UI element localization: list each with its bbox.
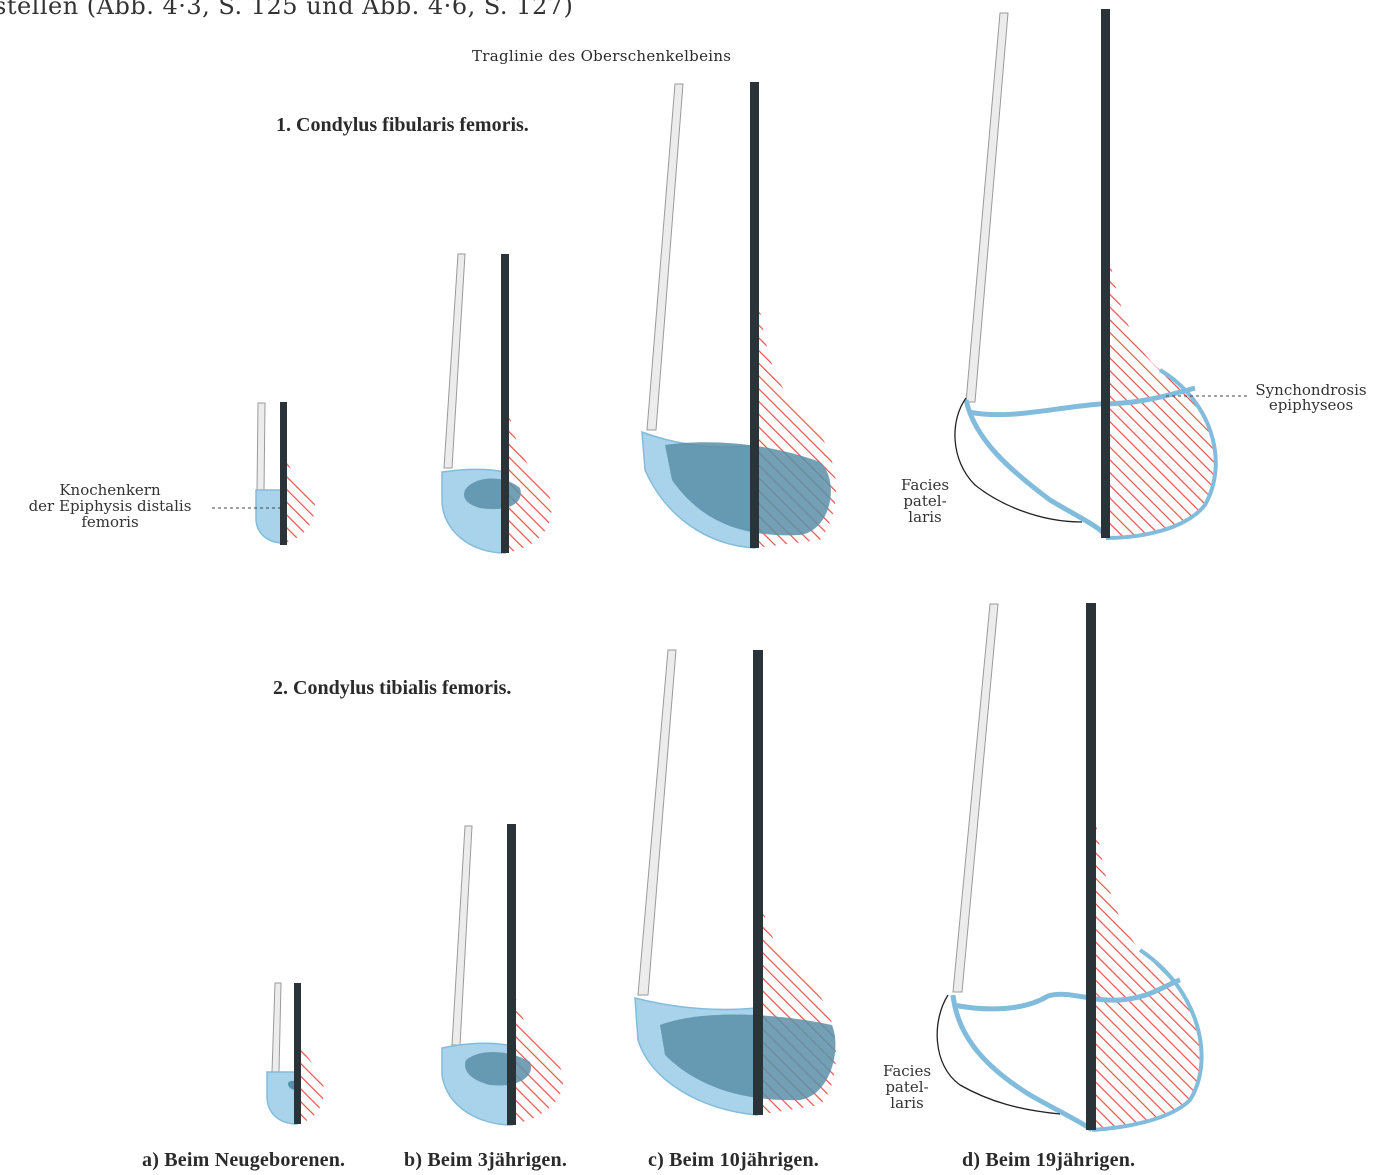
epiphysis-rim [1091,948,1204,1132]
bone-shaft-outline [965,12,1009,403]
hatched-area [284,448,315,543]
bone-shaft-outline [256,402,266,493]
ossification-core [665,442,831,536]
load-line [280,402,287,545]
bone-shaft-outline [451,825,473,1046]
load-line [753,650,763,1115]
figure-title: Traglinie des Oberschenkelbeins [472,47,732,65]
annotation-line: Facies [900,476,950,494]
top-text-fragment: stellen (Abb. 4·3, S. 125 und Abb. 4·6, … [0,0,574,20]
facies-bracket [954,397,1083,523]
synchondrosis-line [967,385,1196,418]
annotation-line: Facies [882,1062,932,1080]
hatched-area [1106,235,1216,538]
load-line [1101,9,1110,538]
hatched-area [1092,790,1202,1130]
epiphysis-cartilage [266,1071,298,1125]
femur-row1-10-years [641,82,837,549]
annotation-line: der Epiphysis distalis [28,497,192,515]
femur-row2-3-years [441,824,563,1126]
section-label-tibialis: 2. Condylus tibialis femoris. [273,677,512,699]
bone-shaft-outline [637,649,677,996]
annotation-line: laris [890,1094,924,1112]
bone-shaft-outline [443,253,466,469]
femur-row2-10-years [634,649,837,1116]
annotation-facies-patellaris-2: Facies patel- laris [877,1063,937,1111]
load-line [294,983,301,1124]
annotation-line: patel- [903,492,947,510]
hatched-area [297,1030,324,1124]
femur-row1-19-years [954,9,1250,540]
bone-shaft-outline [952,603,999,993]
annotation-knochenkern: Knochenkern der Epiphysis distalis femor… [10,482,210,530]
hatched-area [505,385,552,553]
synchondrosis-line [952,977,1181,1012]
annotation-line: laris [908,508,942,526]
hatched-area [512,975,563,1125]
annotation-synchondrosis: Synchondrosis epiphyseos [1236,383,1386,413]
ossification-core [660,1014,836,1101]
epiphysis-cartilage [255,489,285,544]
stage-label-10-years: c) Beim 10jährigen. [648,1149,819,1171]
load-line [1086,603,1096,1130]
load-line [750,82,759,548]
load-line [501,254,509,553]
epiphyseal-outline [963,399,1109,539]
annotation-line: patel- [885,1078,929,1096]
annotation-line: Synchondrosis [1255,381,1367,399]
bone-shaft-outline [646,83,684,431]
stage-label-newborn: a) Beim Neugeborenen. [142,1149,346,1171]
femur-row1-3-years [441,253,552,554]
femur-row1-newborn [212,402,315,545]
epiphysis-rim [1105,368,1218,540]
femur-row2-newborn [266,982,324,1125]
epiphyseal-outline [950,994,1094,1132]
annotation-line: femoris [81,513,139,531]
facies-bracket [936,994,1061,1115]
annotation-line: epiphyseos [1268,396,1354,414]
load-line [507,824,516,1125]
bone-shaft-outline [271,982,282,1073]
section-label-fibularis: 1. Condylus fibularis femoris. [276,114,529,136]
stage-label-19-years: d) Beim 19jährigen. [962,1149,1136,1171]
femur-row2-19-years [936,603,1204,1132]
annotation-line: Knochenkern [59,481,161,499]
stage-label-3-years: b) Beim 3jährigen. [404,1149,568,1171]
annotation-facies-patellaris-1: Facies patel- laris [900,477,950,525]
